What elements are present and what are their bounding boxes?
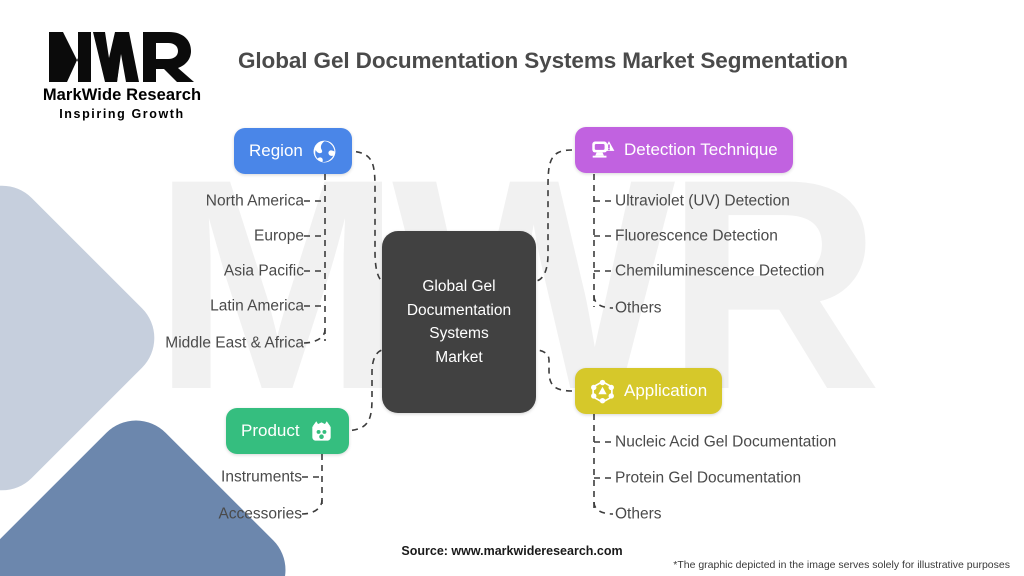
connector-product-center [340, 349, 383, 432]
leaf-region-1[interactable]: Europe [254, 227, 304, 245]
page-title: Global Gel Documentation Systems Market … [238, 48, 848, 73]
center-line-2: Systems [429, 325, 489, 342]
branch-label-application: Application [624, 381, 708, 400]
leaf-application-0[interactable]: Nucleic Acid Gel Documentation [615, 433, 837, 451]
leaf-detection-2[interactable]: Chemiluminescence Detection [615, 262, 825, 280]
connector-region-center [344, 150, 383, 282]
center-line-3: Market [435, 348, 483, 366]
logo-tagline: Inspiring Growth [59, 107, 185, 121]
connector-application-center [535, 349, 573, 392]
connector-product-item-1 [301, 499, 323, 515]
connector-region-item-4 [303, 329, 326, 344]
center-node-label: Global Gel Documentation Systems Market [399, 275, 519, 369]
leaf-application-2[interactable]: Others [615, 505, 662, 523]
leaf-detection-1[interactable]: Fluorescence Detection [615, 227, 778, 245]
connector-detection-center [535, 149, 573, 282]
branch-badge-detection-technique[interactable]: Detection Technique [575, 127, 793, 173]
center-node[interactable]: Global Gel Documentation Systems Market [382, 231, 536, 413]
connector-application-item-2 [593, 501, 614, 515]
center-line-1: Documentation [406, 301, 512, 319]
connector-detection-item-3 [593, 295, 614, 309]
leaf-detection-0[interactable]: Ultraviolet (UV) Detection [615, 192, 790, 210]
disclaimer-text: *The graphic depicted in the image serve… [673, 559, 1010, 571]
center-line-0: Global Gel [422, 278, 496, 295]
network-nodes-icon [591, 379, 614, 403]
branch-label-product: Product [241, 421, 300, 440]
leaf-product-0[interactable]: Instruments [221, 468, 302, 486]
leaf-region-3[interactable]: Latin America [210, 297, 304, 315]
leaf-region-0[interactable]: North America [205, 192, 304, 210]
leaf-region-2[interactable]: Asia Pacific [223, 262, 304, 280]
branch-badge-product[interactable]: Product [226, 408, 349, 454]
microscope-detection-icon [592, 140, 615, 158]
leaf-region-4[interactable]: Middle East & Africa [165, 334, 304, 352]
branch-badge-region[interactable]: Region [234, 128, 352, 174]
leaf-product-1[interactable]: Accessories [218, 505, 302, 523]
leaf-application-1[interactable]: Protein Gel Documentation [615, 469, 802, 487]
globe-icon [313, 140, 336, 162]
product-box-icon [311, 420, 331, 441]
branch-badge-application[interactable]: Application [575, 368, 723, 414]
branch-label-detection-technique: Detection Technique [624, 140, 778, 159]
logo: MarkWide Research Inspiring Growth [28, 28, 216, 124]
logo-name: MarkWide Research [42, 86, 202, 104]
mwr-monogram-icon [49, 32, 194, 82]
source-attribution: Source: www.markwideresearch.com [401, 544, 623, 558]
branch-label-region: Region [249, 141, 303, 160]
leaf-detection-3[interactable]: Others [615, 299, 662, 317]
